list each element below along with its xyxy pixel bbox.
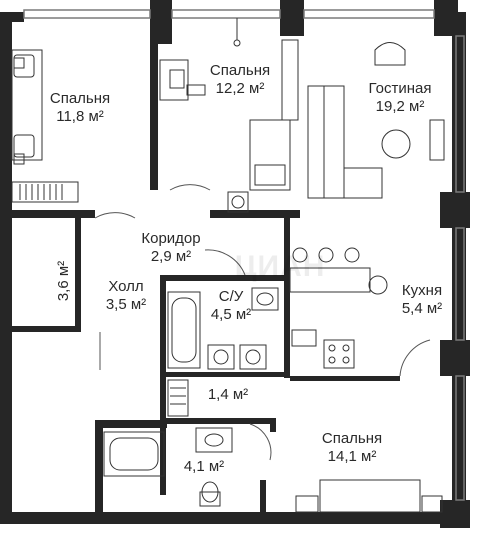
sink-icon <box>251 287 279 311</box>
sink-icon <box>291 329 317 347</box>
room-kitchen: Кухня 5,4 м² <box>390 282 454 318</box>
room-bedroom-nw: Спальня 11,8 м² <box>40 90 120 126</box>
room-name: Коридор <box>141 230 201 247</box>
bed-icon <box>11 49 43 165</box>
watermark: ЦИАН <box>234 250 326 283</box>
room-area: 4,1 м² <box>183 458 225 475</box>
room-area: 14,1 м² <box>327 448 377 465</box>
room-name: Спальня <box>209 62 271 79</box>
room-name: Холл <box>108 278 144 295</box>
room-corridor: Коридор 2,9 м² <box>126 230 216 266</box>
room-living: Гостиная 19,2 м² <box>355 80 445 116</box>
room-storage: 1,4 м² <box>196 386 260 404</box>
bathtub-icon <box>167 291 201 369</box>
wardrobe-icon <box>11 181 79 203</box>
tv-icon <box>429 119 445 161</box>
room-area: 3,5 м² <box>105 296 147 313</box>
plant-icon <box>227 191 249 213</box>
room-bedroom-s: Спальня 14,1 м² <box>312 430 392 466</box>
bed-icon <box>295 479 443 513</box>
room-area: 1,4 м² <box>207 386 249 403</box>
washer-icon <box>207 344 267 370</box>
room-hall: Холл 3,5 м² <box>96 278 156 314</box>
sink-icon <box>195 427 233 453</box>
stove-icon <box>323 339 355 369</box>
room-name: Кухня <box>401 282 443 299</box>
bathtub-icon <box>103 431 165 477</box>
room-area: 5,4 м² <box>401 300 443 317</box>
room-area: 4,5 м² <box>210 306 252 323</box>
windows <box>23 9 465 501</box>
room-bathroom-2: 4,1 м² <box>172 458 236 476</box>
bed-icon <box>249 119 291 191</box>
wardrobe-icon <box>281 39 299 121</box>
room-bathroom: С/У 4,5 м² <box>196 288 266 324</box>
armchair-icon <box>374 42 406 66</box>
table-icon <box>381 129 411 159</box>
sofa-icon <box>307 85 383 199</box>
room-bedroom-n: Спальня 12,2 м² <box>200 62 280 98</box>
room-name: С/У <box>218 288 244 305</box>
room-name: Спальня <box>321 430 383 447</box>
desk-icon <box>159 59 206 101</box>
room-area: 11,8 м² <box>56 108 104 125</box>
kitchen-table-icon <box>289 247 388 295</box>
room-name: Гостиная <box>368 80 432 97</box>
room-area: 3,6 м² <box>55 260 72 302</box>
room-closet: 3,6 м² <box>48 261 78 301</box>
room-area: 19,2 м² <box>375 98 425 115</box>
room-area: 2,9 м² <box>150 248 192 265</box>
shelves-icon <box>167 379 189 417</box>
doors <box>94 184 431 461</box>
room-area: 12,2 м² <box>215 80 265 97</box>
toilet-icon <box>199 481 221 507</box>
lamp-icon <box>233 18 241 47</box>
room-name: Спальня <box>49 90 111 107</box>
